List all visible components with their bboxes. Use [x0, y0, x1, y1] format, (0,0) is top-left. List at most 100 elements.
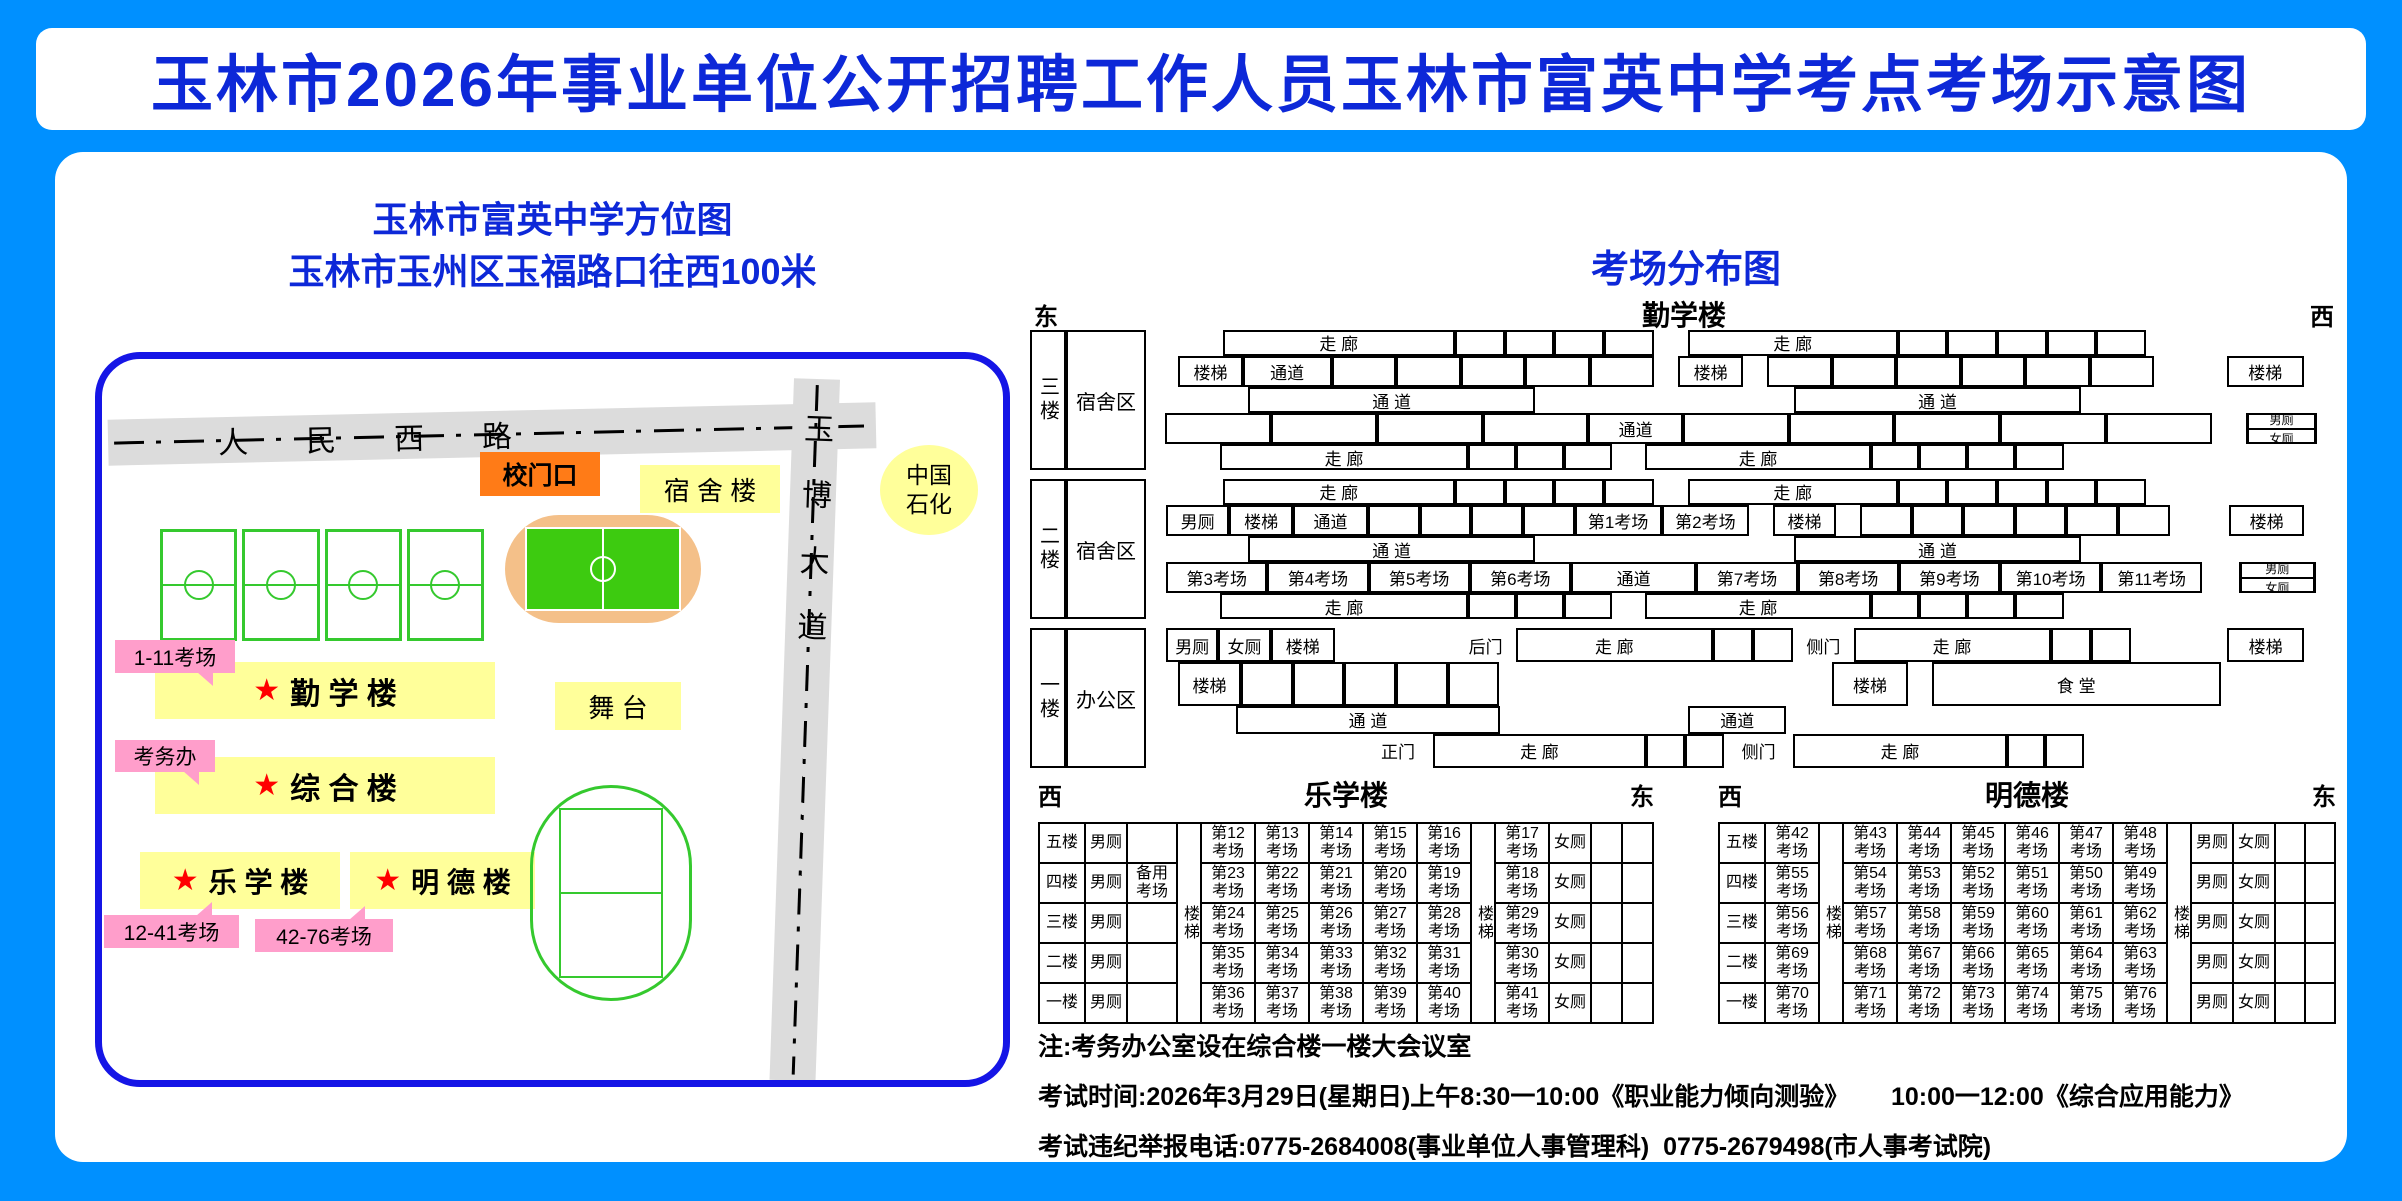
plan-space	[1504, 330, 1555, 356]
empty-cell	[2304, 822, 2336, 864]
plan-space	[1967, 444, 2016, 470]
plan-cell: 男厕女厕	[2245, 412, 2318, 445]
plan-space	[1918, 593, 1968, 619]
plan-cell: 楼梯	[1832, 662, 1908, 706]
plan-space	[1535, 536, 1794, 562]
plan-space	[1154, 706, 1236, 734]
plan-space	[2105, 412, 2212, 445]
plan-space	[1535, 387, 1794, 413]
plan-space	[1292, 662, 1345, 706]
empty-cell	[1590, 822, 1623, 864]
plan-cell: 楼梯	[2227, 628, 2304, 663]
stairs-cell: 楼梯	[2166, 822, 2192, 1024]
qinxue-building-label: 勤 学 楼	[290, 677, 397, 711]
basketball-court	[160, 529, 238, 641]
toilet-cell: 男厕	[2190, 862, 2234, 904]
plan-cell: 后门	[1468, 637, 1503, 657]
plan-space	[1786, 706, 2340, 734]
plan-cell: 通 道	[1794, 387, 2081, 413]
star-icon: ★	[374, 864, 402, 897]
plan-cell: 侧门	[1806, 637, 1841, 657]
star-icon: ★	[171, 864, 199, 897]
plan-space	[1870, 593, 1919, 619]
empty-cell	[1590, 982, 1623, 1024]
basketball-court	[406, 529, 484, 641]
plan-space	[2304, 505, 2340, 536]
toilet-cell: 男厕	[2190, 982, 2234, 1024]
plan-space	[1368, 504, 1420, 537]
empty-cell	[1621, 942, 1654, 984]
plan-space	[1963, 504, 2015, 537]
floor-label-cell: 三楼	[1718, 902, 1766, 944]
lexue-building: ★ 乐 学 楼	[140, 852, 340, 909]
distribution-section: 考场分布图 东 勤学楼 西 三楼宿舍区走 廊走 廊楼梯通道楼梯楼梯通 道通 道通…	[1030, 182, 2342, 1161]
plan-space	[1911, 504, 1964, 537]
plan-cell: 走 廊	[1515, 628, 1713, 663]
plan-row: 走 廊走 廊	[1154, 593, 2340, 619]
plan-cell: 通 道	[1236, 705, 1500, 734]
empty-cell	[2274, 862, 2306, 904]
plan-space	[2096, 479, 2146, 505]
plan-cell: 楼梯	[1270, 628, 1335, 663]
wing-label: 宿舍区	[1066, 330, 1146, 470]
page-title: 玉林市2026年事业单位公开招聘工作人员玉林市富英中学考点考场示意图	[151, 51, 2251, 120]
star-icon: ★	[253, 769, 281, 802]
plan-space	[1447, 662, 1500, 706]
toilet-cell: 男厕	[2240, 563, 2314, 578]
direction-west-label: 西	[1038, 783, 1062, 811]
running-track	[505, 515, 701, 623]
direction-east-label: 东	[1629, 783, 1654, 811]
plan-space	[1396, 355, 1461, 388]
plan-space	[2212, 413, 2246, 444]
plan-space	[1525, 355, 1590, 388]
toilet-cell: 女厕	[2232, 822, 2276, 864]
floor-rows: 走 廊走 廊男厕楼梯通道第1考场第2考场楼梯楼梯通 道通 道第3考场第4考场第5…	[1154, 479, 2340, 619]
sinopec-label-line2: 石化	[906, 491, 952, 517]
plan-space	[1482, 412, 1589, 445]
plan-cell: 楼梯	[1177, 662, 1242, 706]
plan-cell: 通 道	[1248, 536, 1535, 562]
plan-space	[1154, 662, 1178, 706]
plan-space	[1836, 505, 1860, 536]
plan-space	[1154, 444, 1220, 470]
plan-space	[1154, 387, 1248, 413]
plan-space	[1154, 628, 1166, 662]
spare-room-cell	[1126, 982, 1178, 1024]
star-icon: ★	[253, 674, 281, 707]
campus-map: 人民西路 玉博大道 校门口 宿 舍 楼 中国 石化	[95, 352, 1010, 1087]
plan-cell: 楼梯	[2226, 355, 2304, 388]
qinxue-rooms-callout: 1-11考场	[115, 640, 235, 686]
toilet-cell: 女厕	[2232, 942, 2276, 984]
spare-room-cell	[1126, 942, 1178, 984]
mingde-building-label: 明 德 楼	[411, 866, 511, 898]
stairs-cell: 楼梯	[1176, 822, 1202, 1024]
lexue-header: 西 乐学楼 东	[1038, 774, 1654, 814]
plan-space	[1589, 355, 1655, 388]
floor-label-cell: 四楼	[1038, 862, 1086, 904]
plan-cell: 楼梯	[1229, 504, 1293, 537]
plan-row: 正门走 廊侧门走 廊	[1154, 733, 2340, 768]
plan-cell: 男厕女厕	[2238, 561, 2316, 594]
plan-cell: 食 堂	[1931, 662, 2222, 706]
plan-space	[1654, 479, 1688, 505]
plan-row: 通道男厕女厕	[1154, 412, 2340, 445]
plan-space	[1753, 628, 1794, 663]
mingde-table-title: 明德楼	[1984, 780, 2069, 811]
